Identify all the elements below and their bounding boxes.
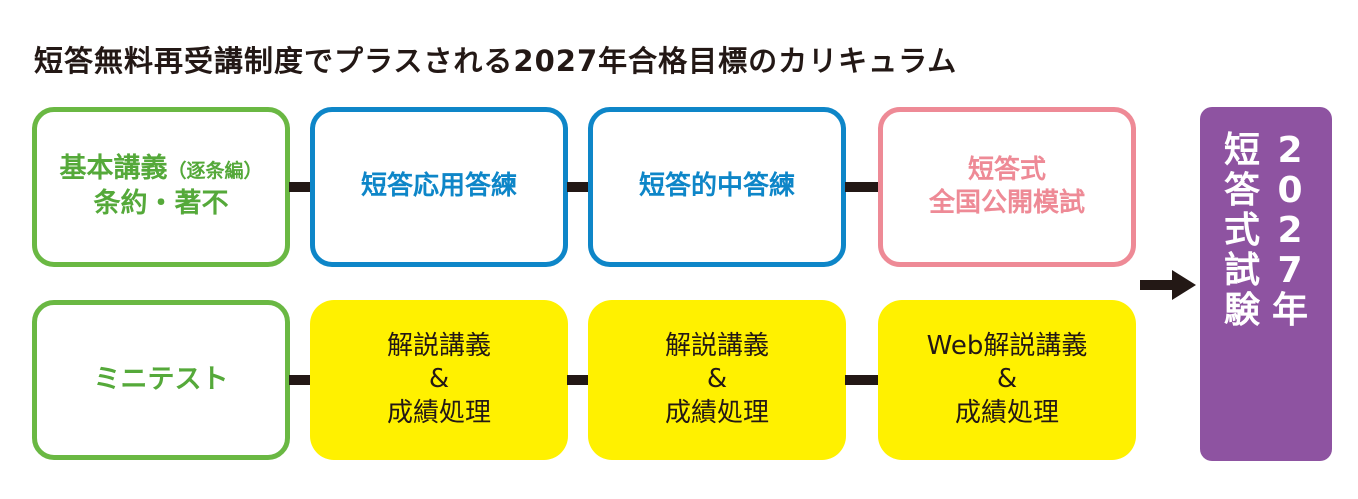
exam-char: 験: [1223, 290, 1260, 331]
year-char: 2: [1277, 130, 1303, 171]
node-web-commentary: Web解説講義 & 成績処理: [878, 300, 1136, 460]
node-commentary-1: 解説講義 & 成績処理: [310, 300, 568, 460]
node-basic-lecture: 基本講義（逐条編） 条約・著不: [32, 107, 290, 267]
node-commentary-1-line-2: &: [428, 364, 450, 395]
node-mock-exam-line-2: 全国公開模試: [928, 188, 1085, 218]
node-mini-test-label: ミニテスト: [93, 363, 229, 395]
exam-year-column: 2 0 2 7 年: [1272, 131, 1308, 331]
connector-r1-1: [289, 182, 311, 192]
node-short-answer-target-drill: 短答的中答練: [588, 107, 846, 267]
node-short-answer-applied-drill: 短答応用答練: [310, 107, 568, 267]
node-web-commentary-line-2: &: [996, 364, 1018, 395]
page-title: 短答無料再受講制度でプラスされる2027年合格目標のカリキュラム: [34, 44, 958, 78]
connector-r2-1: [289, 375, 311, 385]
connector-r1-2: [567, 182, 589, 192]
node-commentary-2: 解説講義 & 成績処理: [588, 300, 846, 460]
connector-r1-3: [845, 182, 879, 192]
final-exam-node: 短 答 式 試 験 2 0 2 7 年: [1200, 107, 1332, 461]
node-commentary-1-line-1: 解説講義: [386, 331, 491, 362]
year-char: 年: [1272, 290, 1309, 331]
node-web-commentary-line-3: 成績処理: [954, 397, 1059, 428]
exam-char: 式: [1223, 210, 1260, 251]
node-mini-test: ミニテスト: [32, 300, 290, 460]
node-basic-lecture-sub: （逐条編）: [167, 160, 263, 183]
node-basic-lecture-label: 基本講義: [59, 153, 168, 185]
node-mock-exam-line-1: 短答式: [967, 154, 1046, 185]
node-commentary-2-line-2: &: [706, 364, 728, 395]
node-commentary-2-line-1: 解説講義: [664, 331, 769, 362]
year-char: 0: [1277, 170, 1303, 211]
year-char: 7: [1277, 250, 1303, 291]
connector-r2-2: [567, 375, 589, 385]
exam-char: 試: [1223, 250, 1260, 291]
node-target-drill-label: 短答的中答練: [638, 171, 795, 202]
year-char: 2: [1277, 210, 1303, 251]
node-basic-lecture-second-line: 条約・著不: [93, 188, 229, 219]
node-commentary-1-line-3: 成績処理: [386, 397, 491, 428]
node-national-mock-exam: 短答式 全国公開模試: [878, 107, 1136, 267]
exam-name-column: 短 答 式 試 験: [1224, 131, 1260, 331]
connector-r2-3: [845, 375, 879, 385]
node-basic-lecture-main-line: 基本講義（逐条編）: [59, 152, 262, 187]
node-web-commentary-line-1: Web解説講義: [926, 331, 1088, 362]
arrow-right-icon: [1140, 270, 1196, 300]
exam-char: 短: [1223, 130, 1260, 171]
node-commentary-2-line-3: 成績処理: [664, 397, 769, 428]
node-applied-drill-label: 短答応用答練: [360, 171, 517, 202]
exam-char: 答: [1223, 170, 1260, 211]
